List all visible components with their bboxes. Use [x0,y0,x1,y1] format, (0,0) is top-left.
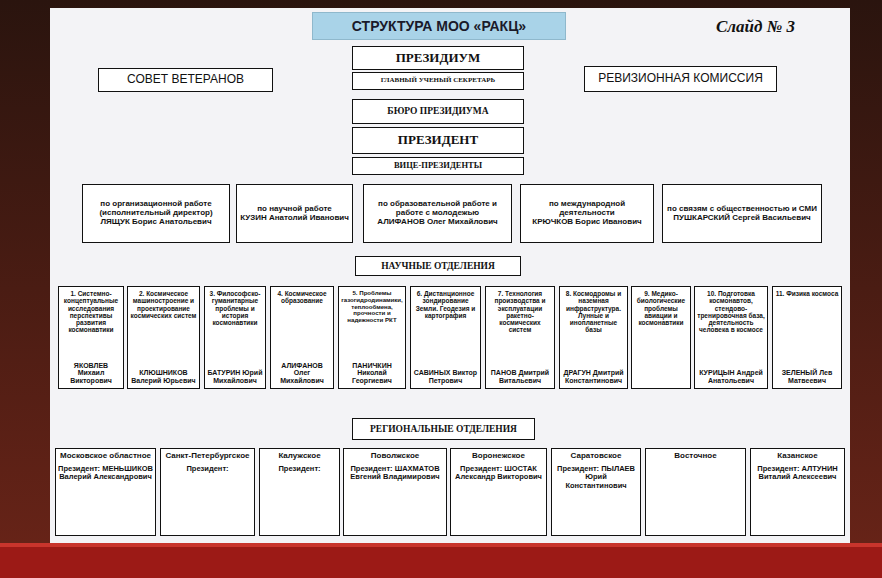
box-text: АЛИФАНОВ Олег Михайлович [273,362,331,385]
org-box: НАУЧНЫЕ ОТДЕЛЕНИЯ [355,256,521,276]
org-box: РЕВИЗИОННАЯ КОМИССИЯ [584,66,777,92]
org-box: 4. Космическое образованиеАЛИФАНОВ Олег … [270,286,334,389]
slide-title: СТРУКТУРА МОО «РАКЦ» [312,12,566,40]
box-text: ВИЦЕ-ПРЕЗИДЕНТЫ [394,161,482,171]
box-text: 4. Космическое образование [273,290,331,305]
box-text: Московское областное [60,452,151,461]
org-box: СОВЕТ ВЕТЕРАНОВ [98,68,273,92]
org-box: 3. Философско-гуманитарные проблемы и ис… [204,286,266,389]
org-box: ПРЕЗИДИУМ [352,46,524,70]
box-text: Калужское [278,452,320,461]
box-text: 11. Физика космоса [776,290,839,297]
box-text: Казанское [777,452,817,461]
box-text: Поволжское [371,452,419,461]
org-box: КазанскоеПрезидент: АЛТУНИН Виталий Алек… [750,448,845,536]
org-box: КалужскоеПрезидент: [259,448,340,536]
org-box: ГЛАВНЫЙ УЧЕНЫЙ СЕКРЕТАРЬ [352,72,524,90]
org-box: Московское областноеПрезидент: МЕНЬШИКОВ… [55,448,156,536]
org-box: ПРЕЗИДЕНТ [352,127,524,154]
slide-number: Слайд № 3 [716,17,795,37]
org-box: 9. Медико-биологические проблемы авиации… [631,286,691,389]
box-text: ГЛАВНЫЙ УЧЕНЫЙ СЕКРЕТАРЬ [381,77,495,85]
box-text: ДРАГУН Дмитрий Константинович [562,369,625,385]
box-text: Восточное [674,452,716,461]
box-text: по организационной работе (исполнительны… [86,200,226,218]
org-box: Санкт-ПетербургскоеПрезидент: [160,448,255,536]
projection-screen [50,8,850,548]
box-text: НАУЧНЫЕ ОТДЕЛЕНИЯ [381,261,495,272]
box-text: КУЗИН Анатолий Иванович [240,214,349,223]
box-text: Санкт-Петербургское [165,452,249,461]
box-text: ЯКОВЛЕВ Михаил Викторович [61,362,121,385]
box-text: 6. Дистанционное зондирование Земли. Гео… [413,290,478,319]
table-edge [0,543,882,547]
box-text: Президент: [278,465,320,473]
box-text: ПУШКАРСКИЙ Сергей Васильевич [673,214,811,223]
box-text: 7. Технология производства и эксплуатаци… [488,290,552,334]
box-text: КУРИЦЫН Андрей Анатольевич [697,369,765,385]
box-text: 2. Космическое машиностроение и проектир… [130,290,197,319]
box-text: по международной деятельности [524,200,650,218]
org-box: РЕГИОНАЛЬНЫЕ ОТДЕЛЕНИЯ [352,418,535,440]
box-text: Президент: МЕНЬШИКОВ Валерий Александров… [58,465,153,482]
box-text: САВИНЫХ Виктор Петрович [413,369,478,385]
org-box: по связям с общественностью и СМИПУШКАРС… [662,184,822,243]
org-box: ВоронежскоеПрезидент: ШОСТАК Александр В… [450,448,547,536]
box-text: БЮРО ПРЕЗИДИУМА [387,106,488,117]
org-box: 8. Космодромы и наземная инфраструктура.… [559,286,628,389]
box-text: ПАНИЧКИН Николай Георгиевич [341,362,403,385]
box-text: 1. Системно-концептуальные исследования … [61,290,121,334]
box-text: РЕВИЗИОННАЯ КОМИССИЯ [598,72,763,85]
box-text: Президент: ШОСТАК Александр Викторович [453,465,544,482]
box-text: 5. Проблемы газогидродинамики, теплообме… [341,290,403,324]
org-box: 1. Системно-концептуальные исследования … [58,286,124,389]
box-text: АЛИФАНОВ Олег Михайлович [377,218,497,227]
org-box: 2. Космическое машиностроение и проектир… [127,286,200,389]
presidium-table [0,543,882,578]
org-box: Восточное [645,448,746,536]
box-text: Саратовское [571,452,622,461]
org-box: по международной деятельностиКРЮЧКОВ Бор… [520,184,654,243]
box-text: Президент: ШАХМАТОВ Евгений Владимирович [346,465,444,482]
org-box: 7. Технология производства и эксплуатаци… [485,286,555,389]
box-text: ЛЯЩУК Борис Анатольевич [100,218,211,227]
box-text: Президент: [186,465,228,473]
box-text: по связям с общественностью и СМИ [667,205,817,214]
box-text: ПРЕЗИДЕНТ [398,133,478,148]
org-box: по организационной работе (исполнительны… [82,184,230,243]
box-text: 8. Космодромы и наземная инфраструктура.… [562,290,625,334]
box-text: 10. Подготовка космонавтов, стендово-тре… [697,290,765,334]
box-text: Президент: АЛТУНИН Виталий Алексеевич [753,465,842,482]
box-text: Воронежское [472,452,525,461]
org-box: БЮРО ПРЕЗИДИУМА [352,99,524,124]
org-box: ВИЦЕ-ПРЕЗИДЕНТЫ [352,157,524,175]
box-text: 3. Философско-гуманитарные проблемы и ис… [207,290,263,326]
box-text: по образовательной работе и работе с мол… [367,200,508,218]
box-text: ЗЕЛЕНЫЙ Лев Матвеевич [775,369,839,385]
org-box: по научной работеКУЗИН Анатолий Иванович [236,184,353,243]
box-text: по научной работе [257,205,332,214]
org-box: 5. Проблемы газогидродинамики, теплообме… [338,286,406,389]
box-text: 9. Медико-биологические проблемы авиации… [634,290,688,326]
box-text: Президент: ПЫЛАЕВ Юрий Константинович [554,465,638,490]
org-box: по образовательной работе и работе с мол… [363,184,512,243]
box-text: РЕГИОНАЛЬНЫЕ ОТДЕЛЕНИЯ [370,424,517,435]
box-text: КРЮЧКОВ Борис Иванович [532,218,641,227]
org-box: 11. Физика космосаЗЕЛЕНЫЙ Лев Матвеевич [772,286,842,389]
box-text: КЛЮШНИКОВ Валерий Юрьевич [130,369,197,385]
org-box: 10. Подготовка космонавтов, стендово-тре… [694,286,768,389]
box-text: СОВЕТ ВЕТЕРАНОВ [127,73,244,86]
box-text: ПАНОВ Дмитрий Витальевич [488,369,552,385]
box-text: ПРЕЗИДИУМ [396,51,481,66]
org-box: 6. Дистанционное зондирование Земли. Гео… [410,286,481,389]
org-box: ПоволжскоеПрезидент: ШАХМАТОВ Евгений Вл… [343,448,447,536]
org-box: СаратовскоеПрезидент: ПЫЛАЕВ Юрий Конста… [551,448,641,536]
box-text: БАТУРИН Юрий Михайлович [207,369,263,385]
